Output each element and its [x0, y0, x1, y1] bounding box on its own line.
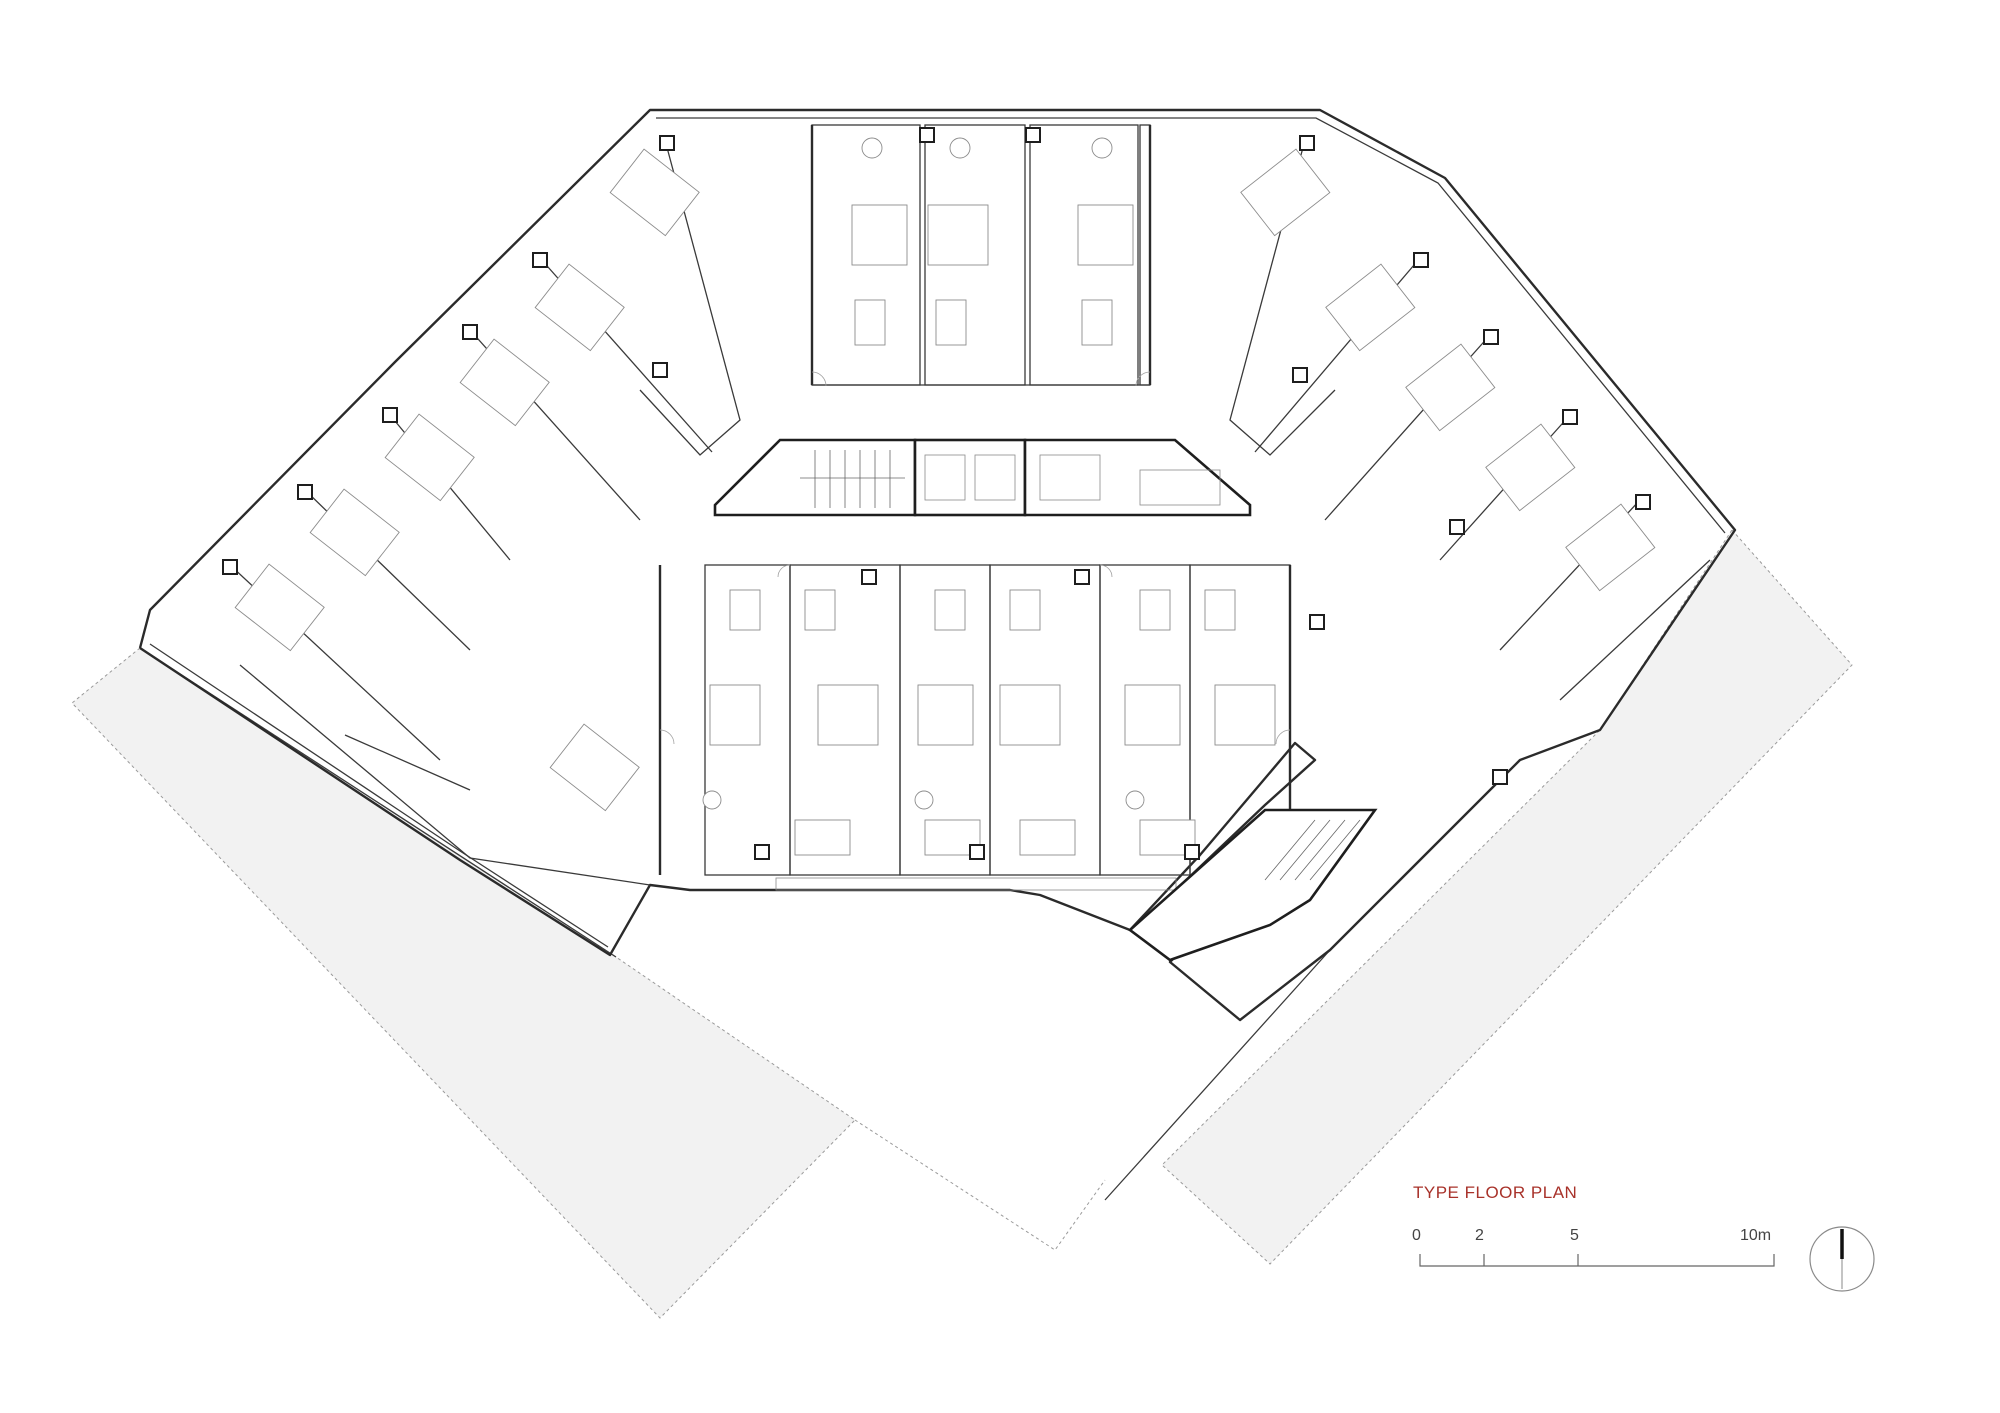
terrace-left: [71, 647, 856, 1319]
north-arrow-icon: [1809, 1226, 1875, 1292]
drawing-title: TYPE FLOOR PLAN: [1413, 1183, 1578, 1202]
northwest-rooms: [222, 135, 741, 886]
north-rooms: [810, 124, 1152, 386]
scale-label-0: 0: [1412, 1227, 1421, 1244]
scale-label-5: 5: [1570, 1227, 1579, 1244]
south-rooms: [658, 564, 1292, 891]
scale-label-2: 2: [1475, 1227, 1484, 1244]
site-boundary: [854, 1119, 1106, 1251]
northeast-rooms: [1229, 135, 1711, 701]
east-stair: [1127, 614, 1508, 962]
scale-bar: [1419, 1254, 1775, 1267]
core-east: [1023, 438, 1252, 517]
scale-label-10m: 10m: [1740, 1227, 1772, 1244]
door-swings: [659, 371, 1291, 745]
site-terraces: [71, 529, 1853, 1319]
central-core: [713, 438, 1252, 517]
